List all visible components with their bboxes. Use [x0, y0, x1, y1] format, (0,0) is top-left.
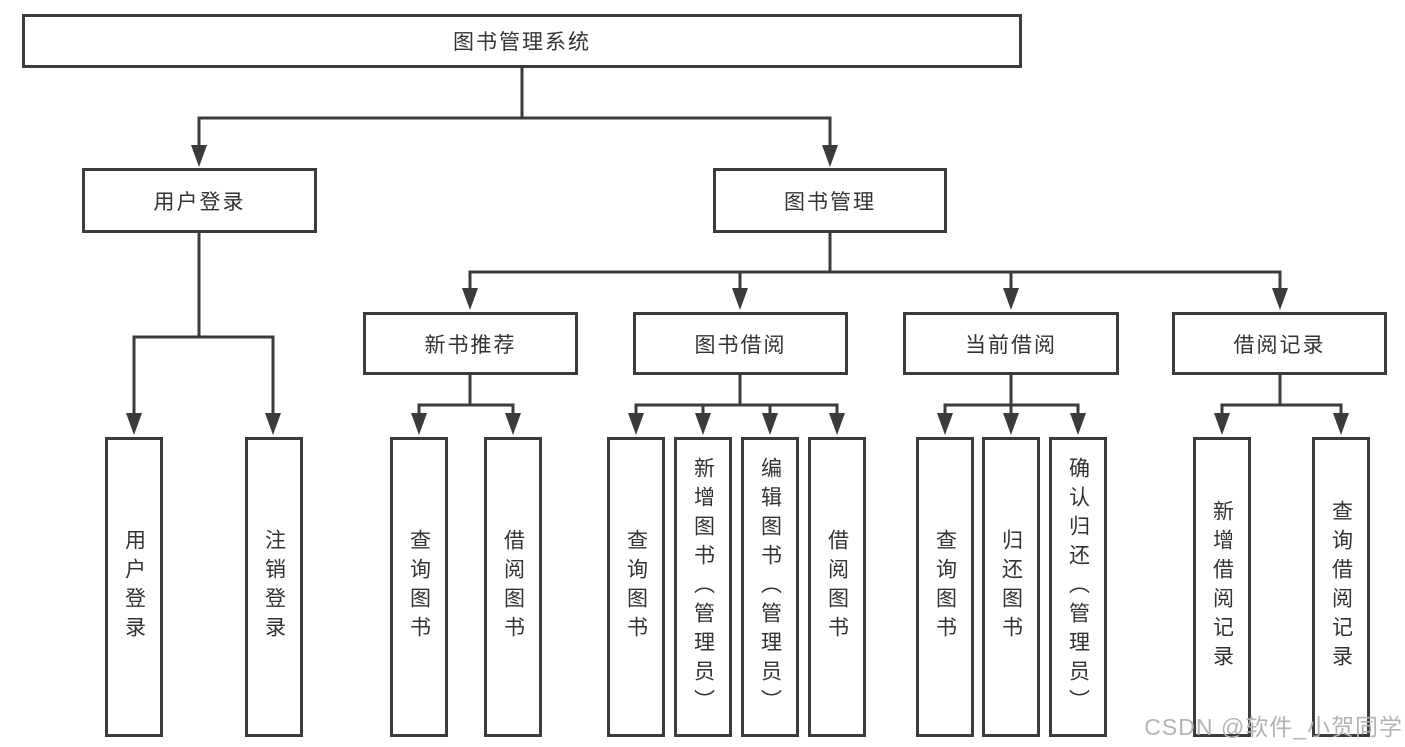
arrow-down-icon	[126, 413, 142, 435]
node-label: 注销登录	[262, 529, 286, 645]
arrow-down-icon	[505, 413, 521, 435]
node-new-book-recommend: 新书推荐	[363, 312, 578, 375]
arrow-down-icon	[1272, 288, 1288, 310]
leaf-edit-book-admin: 编辑图书（管理员）	[741, 437, 799, 737]
node-label: 查询图书	[933, 529, 957, 645]
node-borrow-records: 借阅记录	[1172, 312, 1387, 375]
arrowheads	[126, 145, 1349, 435]
node-label: 查询图书	[407, 529, 431, 645]
node-label: 查询图书	[624, 529, 648, 645]
csdn-watermark: CSDN @软件_小贺同学	[1144, 714, 1403, 740]
node-user-login: 用户登录	[82, 168, 317, 233]
leaf-add-borrow-record: 新增借阅记录	[1193, 437, 1251, 737]
node-label: 借阅图书	[501, 529, 525, 645]
node-label: 图书管理系统	[453, 31, 591, 54]
connector-root-to-level2	[197, 68, 832, 149]
leaf-borrow-book: 借阅图书	[808, 437, 866, 737]
arrow-down-icon	[265, 413, 281, 435]
node-book-management: 图书管理	[713, 168, 947, 233]
node-label: 新增图书（管理员）	[691, 456, 715, 718]
node-label: 借阅图书	[825, 529, 849, 645]
leaf-add-book-admin: 新增图书（管理员）	[674, 437, 732, 737]
arrow-down-icon	[732, 288, 748, 310]
node-label: 归还图书	[999, 529, 1023, 645]
arrow-down-icon	[822, 145, 838, 167]
node-book-borrow: 图书借阅	[633, 312, 848, 375]
arrow-down-icon	[829, 413, 845, 435]
node-label: 新书推荐	[424, 333, 517, 357]
leaf-logout: 注销登录	[245, 437, 303, 737]
node-label: 确认归还（管理员）	[1066, 456, 1090, 718]
node-label: 用户登录	[122, 529, 146, 645]
leaf-query-book-borrow: 查询图书	[607, 437, 665, 737]
leaf-query-book-recommend: 查询图书	[390, 437, 448, 737]
leaf-query-book-current: 查询图书	[916, 437, 974, 737]
arrow-down-icon	[628, 413, 644, 435]
node-label: 编辑图书（管理员）	[758, 456, 782, 718]
node-label: 借阅记录	[1233, 333, 1326, 357]
leaf-user-login: 用户登录	[105, 437, 163, 737]
arrow-down-icon	[1214, 413, 1230, 435]
node-label: 当前借阅	[965, 333, 1057, 357]
node-label: 查询借阅记录	[1329, 500, 1353, 674]
connector-current-to-leaves	[943, 375, 1080, 417]
node-current-borrow: 当前借阅	[903, 312, 1119, 375]
connector-userlogin-to-leaves	[132, 233, 275, 417]
arrow-down-icon	[762, 413, 778, 435]
node-label: 图书借阅	[694, 333, 787, 357]
connector-newbook-to-leaves	[417, 375, 515, 417]
node-library-system: 图书管理系统	[22, 14, 1022, 68]
node-label: 用户登录	[153, 190, 246, 214]
leaf-query-borrow-record: 查询借阅记录	[1312, 437, 1370, 737]
arrow-down-icon	[1003, 288, 1019, 310]
arrow-down-icon	[1333, 413, 1349, 435]
arrow-down-icon	[191, 145, 207, 167]
connector-borrow-to-leaves	[634, 375, 839, 417]
arrow-down-icon	[1003, 413, 1019, 435]
node-label: 图书管理	[784, 190, 876, 214]
leaf-confirm-return-admin: 确认归还（管理员）	[1049, 437, 1107, 737]
connector-bookmgmt-to-level3	[468, 233, 1282, 292]
arrow-down-icon	[695, 413, 711, 435]
node-label: 新增借阅记录	[1210, 500, 1234, 674]
arrow-down-icon	[411, 413, 427, 435]
arrow-down-icon	[937, 413, 953, 435]
connector-records-to-leaves	[1220, 375, 1343, 417]
leaf-borrow-book-recommend: 借阅图书	[484, 437, 542, 737]
arrow-down-icon	[1070, 413, 1086, 435]
leaf-return-book: 归还图书	[982, 437, 1040, 737]
arrow-down-icon	[462, 288, 478, 310]
